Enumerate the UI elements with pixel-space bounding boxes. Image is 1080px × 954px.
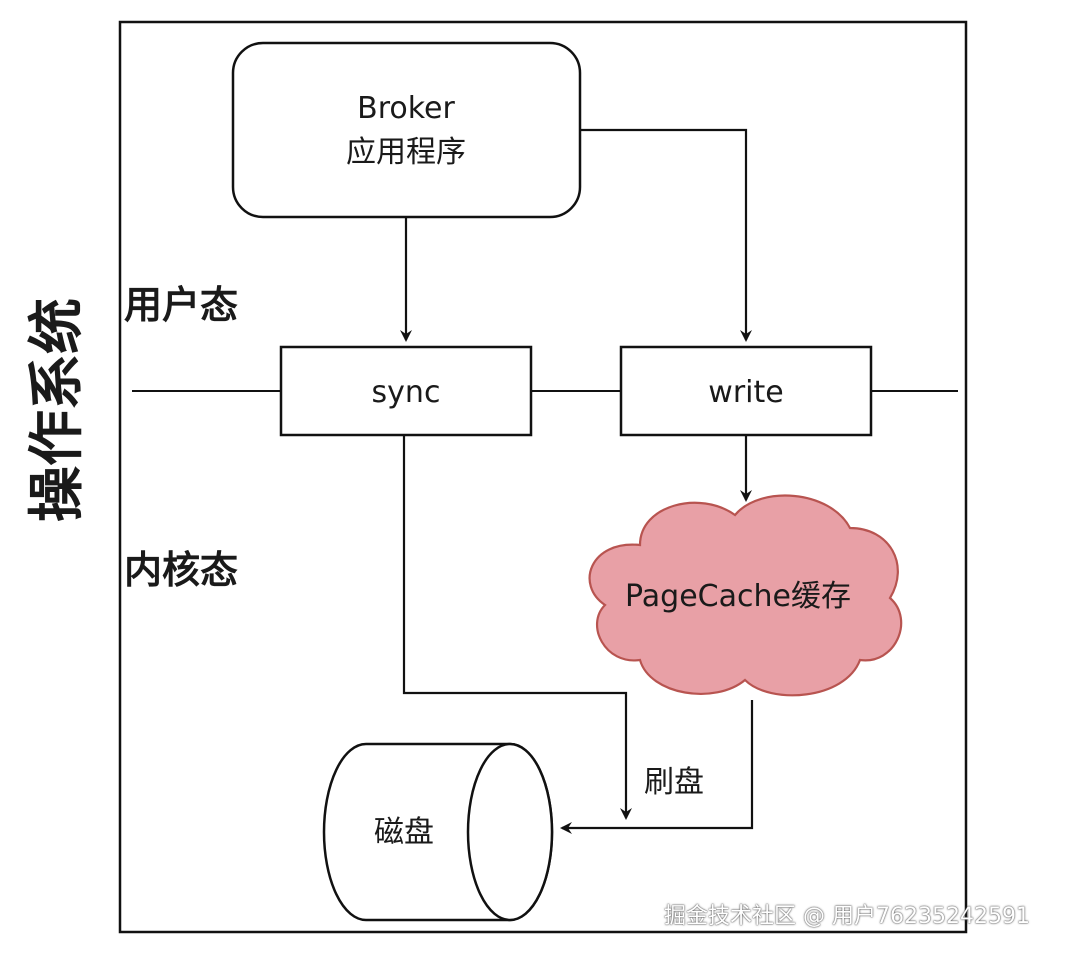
disk-label: 磁盘	[374, 815, 434, 850]
arrow-pagecache-to-disk	[560, 700, 754, 834]
broker-node: Broker 应用程序	[231, 41, 582, 219]
broker-subtitle: 应用程序	[346, 135, 466, 170]
write-node: write	[619, 345, 873, 437]
sync-node: sync	[279, 345, 533, 437]
kernel-mode-label: 内核态	[124, 548, 238, 592]
watermark: 掘金技术社区 @ 用户76235242591	[664, 904, 1030, 929]
pagecache-node: PageCache缓存	[588, 494, 903, 697]
arrow-sync-to-disk	[402, 435, 632, 820]
write-label: write	[708, 375, 783, 410]
sync-label: sync	[372, 375, 441, 410]
pagecache-cloud-shape	[588, 494, 903, 697]
os-boundary	[118, 20, 968, 934]
disk-end-face	[466, 742, 554, 922]
disk-node: 磁盘	[322, 742, 554, 922]
pagecache-label: PageCache缓存	[625, 579, 851, 614]
user-mode-label: 用户态	[124, 283, 238, 327]
os-label: 操作系统	[25, 298, 90, 522]
arrow-broker-to-write	[580, 128, 752, 342]
broker-name: Broker	[357, 91, 455, 126]
flush-label: 刷盘	[644, 765, 704, 800]
